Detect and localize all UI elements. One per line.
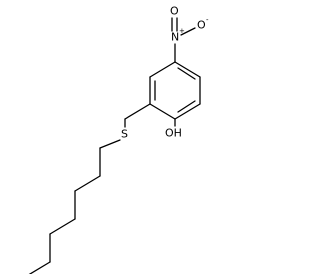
- ring-bond-1: [174, 61, 201, 78]
- nitro-n-label: N: [171, 31, 179, 44]
- nitro-o-top-label: O: [170, 5, 179, 18]
- chain-bond-4: [49, 218, 76, 235]
- chemical-structure-diagram: N + O O - OH S: [28, 5, 209, 274]
- nitro-group: N + O O -: [170, 5, 209, 63]
- ring-double-bond-1: [177, 67, 196, 80]
- ring-bond-3: [174, 103, 201, 120]
- s-c1-bond: [99, 139, 121, 149]
- chain-bond-6: [28, 261, 51, 274]
- octyl-chain: [28, 147, 101, 274]
- hydroxyl-group: OH: [165, 118, 182, 140]
- n-o-right-bond: [180, 27, 196, 36]
- nitro-o-right-label: O: [197, 19, 206, 32]
- sulfur-label: S: [121, 128, 128, 141]
- ring-ch2-bond: [124, 103, 151, 120]
- ring-double-bond-2: [177, 100, 196, 113]
- nitro-o-charge: -: [206, 16, 209, 24]
- ring-bond-4: [149, 103, 176, 120]
- nitro-n-charge: +: [179, 27, 185, 35]
- hydroxyl-label: OH: [165, 127, 182, 140]
- chain-bond-2: [74, 175, 101, 192]
- benzene-ring: [149, 61, 201, 120]
- ring-bond-6: [149, 61, 176, 78]
- thioether-linker: S: [99, 103, 151, 149]
